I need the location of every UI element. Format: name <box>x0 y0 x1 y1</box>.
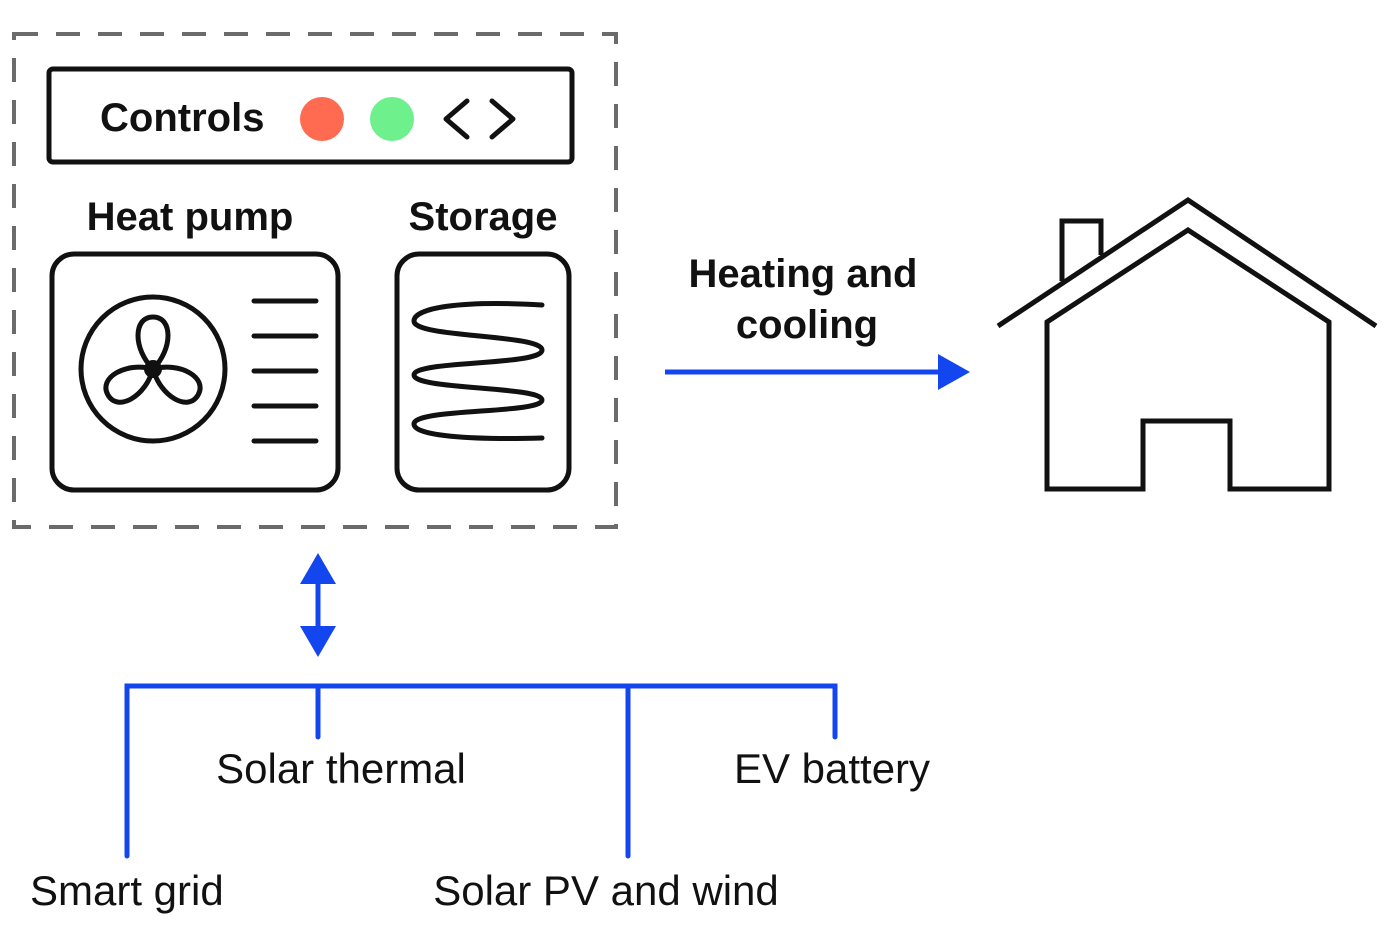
sources-bus <box>124 683 838 859</box>
chevron-right-icon <box>489 98 516 140</box>
heating-cooling-flow: Heating and cooling <box>665 252 970 390</box>
heat-pump: Heat pump <box>49 195 341 493</box>
heating-cooling-label-line2: cooling <box>736 303 878 347</box>
fan-icon <box>78 294 228 444</box>
storage-box <box>394 251 572 493</box>
source-smart-grid: Smart grid <box>30 867 224 914</box>
house-icon <box>996 196 1378 492</box>
heating-cooling-label-line1: Heating and <box>689 252 918 296</box>
green-indicator-icon <box>370 97 414 141</box>
storage: Storage <box>394 195 572 493</box>
bidirectional-arrow <box>300 553 336 657</box>
heating-cooling-arrowhead <box>938 354 970 390</box>
controls-panel: Controls <box>46 66 575 165</box>
source-ev-battery: EV battery <box>734 745 930 792</box>
system-boundary <box>12 32 618 529</box>
coil-icon <box>411 301 545 441</box>
heat-pump-box <box>49 251 341 493</box>
controls-label: Controls <box>100 96 264 140</box>
source-solar-pv-wind: Solar PV and wind <box>433 867 779 914</box>
red-indicator-icon <box>300 97 344 141</box>
storage-label: Storage <box>409 195 558 239</box>
chevron-left-icon <box>443 98 470 140</box>
vent-lines-icon <box>251 298 319 444</box>
source-solar-thermal: Solar thermal <box>216 745 466 792</box>
heat-pump-label: Heat pump <box>87 195 294 239</box>
